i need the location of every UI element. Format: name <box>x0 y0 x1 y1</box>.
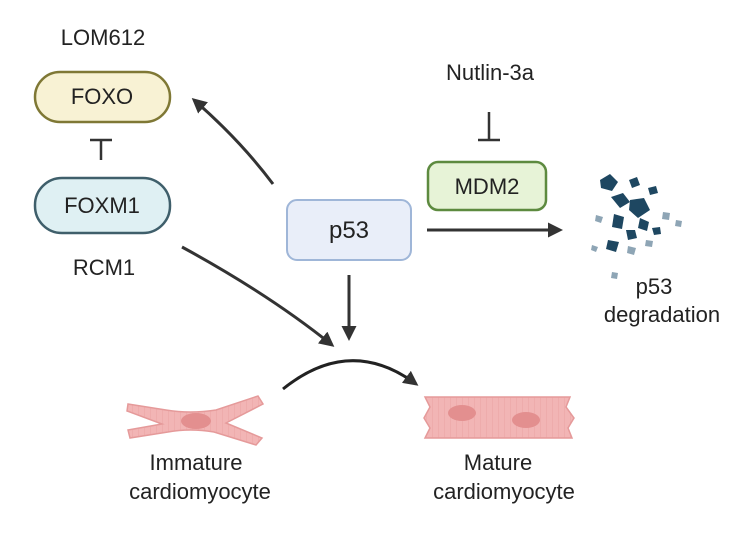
mdm2-label: MDM2 <box>455 174 520 199</box>
degradation-label-line2: degradation <box>604 302 720 327</box>
foxm1-inhibits-foxo <box>90 138 112 160</box>
nutlin-label: Nutlin-3a <box>446 60 535 85</box>
immature-label-line2: cardiomyocyte <box>129 479 271 504</box>
immature-label-line1: Immature <box>150 450 243 475</box>
mature-label-line2: cardiomyocyte <box>433 479 575 504</box>
p53-label: p53 <box>329 217 369 244</box>
rcm1-label: RCM1 <box>73 255 135 280</box>
degradation-label-line1: p53 <box>636 274 673 299</box>
p53-node <box>286 199 412 261</box>
mature-label-line1: Mature <box>464 450 532 475</box>
lom612-label: LOM612 <box>61 25 145 50</box>
p53-fragments-icon <box>591 174 682 279</box>
foxm1-node <box>33 176 172 235</box>
immature-cardiomyocyte-icon <box>126 395 265 446</box>
maturation-arrow <box>282 359 419 391</box>
foxo-node <box>33 70 172 124</box>
foxm1-to-maturation-arrow <box>181 245 335 347</box>
foxo-label: FOXO <box>71 84 133 109</box>
mature-cardiomyocyte-icon <box>423 396 575 439</box>
foxm1-label: FOXM1 <box>64 193 140 218</box>
nutlin-inhibits-mdm2 <box>478 112 500 142</box>
p53-to-foxo-arrow <box>191 98 275 185</box>
mdm2-node <box>426 160 548 212</box>
